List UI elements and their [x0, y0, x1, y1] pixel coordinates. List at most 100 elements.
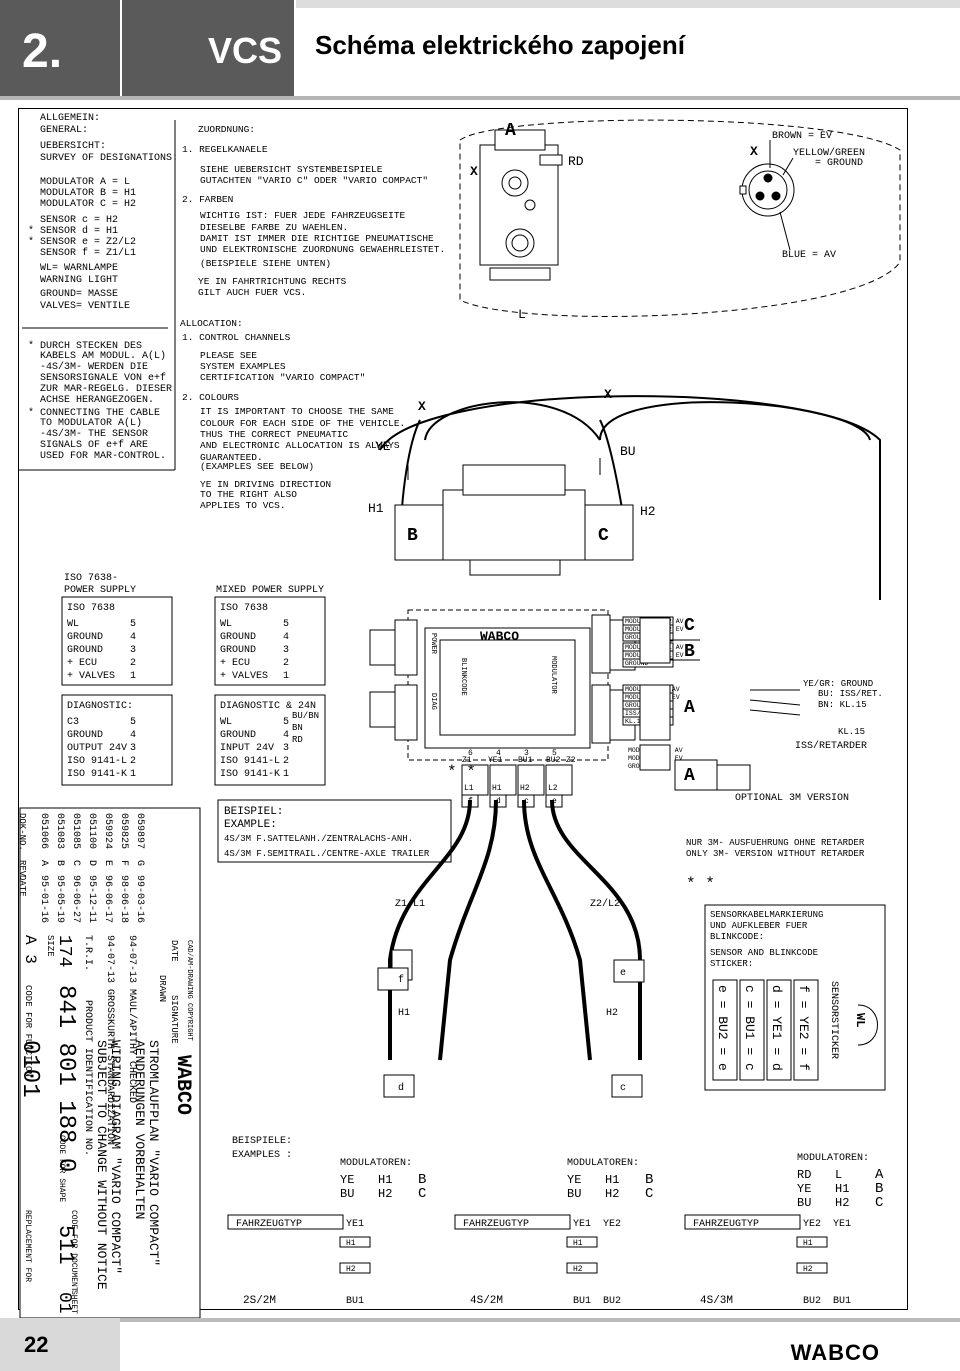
examples-title: BEISPIELE:	[232, 1136, 292, 1147]
label-BU: BU	[620, 444, 636, 459]
sensor-plugs	[377, 949, 645, 1098]
mod-row: B	[875, 1181, 883, 1197]
mod-row: YE	[340, 1173, 354, 1187]
mod-line-C: GROUND	[625, 634, 649, 641]
mixed-title: MIXED POWER SUPPLY	[216, 585, 324, 596]
sheet-val: 01	[54, 1292, 74, 1314]
ecu-sensor: BU2	[546, 756, 561, 765]
label-A-top: A	[505, 121, 516, 141]
axle-h2: H2	[803, 1265, 813, 1274]
rev-date: 95-05-19	[54, 875, 65, 923]
allocation-line: SYSTEM EXAMPLES	[200, 361, 286, 372]
allocation-line: 1. REGELKANAELE	[182, 144, 268, 155]
legend-line: SENSOR c = H2	[40, 215, 118, 226]
footer-line	[0, 1318, 960, 1322]
iso-row-label: + VALVES	[67, 671, 115, 682]
label-B-center: B	[407, 526, 418, 546]
bu-label: BU: ISS/RET.	[818, 689, 883, 699]
allocation-line: WICHTIG IST: FUER JEDE FAHRZEUGSEITE	[200, 210, 406, 221]
legend-line: SENSOR e = Z2/L2	[40, 236, 136, 248]
ecu-sensor: Z1	[462, 756, 472, 765]
section-number-box: 2.	[0, 0, 120, 100]
connector-yellow: YELLOW/GREEN	[793, 147, 865, 159]
ecu-sensor: YE1	[488, 756, 503, 765]
mixed-diag-pin: 2	[283, 756, 289, 767]
example-box	[217, 799, 452, 863]
drawn: DRAWN	[157, 975, 167, 1002]
iso-row-pin: 2	[130, 658, 136, 669]
legend-line: WARNING LIGHT	[40, 275, 118, 286]
bn-label: BN: KL.15	[818, 700, 867, 710]
iso-row-pin: 4	[130, 632, 136, 643]
connector-ground: = GROUND	[815, 158, 863, 169]
ecu-diag: DIAG	[429, 693, 437, 710]
allocation-line: YE IN FAHRTRICHTUNG RECHTS	[198, 276, 347, 287]
sticker-row: f = YE2 = f	[796, 985, 811, 1071]
label-H1: H1	[368, 501, 384, 516]
sticker-row: d = YE1 = d	[769, 985, 784, 1071]
mixed-diag-title: DIAGNOSTIC & 24N	[220, 701, 316, 712]
cable-e: e	[620, 968, 626, 979]
legend-line: SENSORSIGNALE VON e+f	[40, 372, 166, 384]
example-top: YE1	[573, 1219, 591, 1230]
mixed-diag-pin: 4	[283, 730, 289, 741]
legend-line: SIGNALS OF e+f ARE	[40, 439, 148, 451]
mod-row: B	[418, 1172, 426, 1188]
iso-diag-label: ISO 9141-K	[67, 769, 127, 780]
cable-h1: H1	[398, 1008, 410, 1019]
sheet-num: 174	[54, 935, 74, 967]
mixed-row-label: GROUND	[220, 645, 256, 656]
allocation-line: COLOUR FOR EACH SIDE OF THE VEHICLE.	[200, 418, 405, 429]
prod-val: 841 801 188 0	[52, 985, 79, 1172]
prod-label: PRODUCT IDENTIFICATION NO.	[82, 1000, 93, 1156]
title-block-brand: WABCO	[171, 1055, 194, 1115]
iss-label: ISS/RETARDER	[795, 740, 867, 752]
doc-val: 511	[53, 1225, 78, 1265]
allocation-line: YE IN DRIVING DIRECTION	[200, 479, 331, 490]
mod-row: BU	[567, 1187, 581, 1201]
iso-row-pin: 1	[130, 671, 136, 682]
modulators-title: MODULATOREN:	[567, 1158, 639, 1169]
legend-line: ACHSE HERANGEZOGEN.	[40, 395, 154, 406]
diagram-text: *	[28, 225, 34, 237]
axle-box	[796, 1262, 828, 1274]
iso-diag-label: OUTPUT 24V	[67, 743, 127, 754]
header-divider	[0, 96, 960, 100]
iso-row-label: GROUND	[67, 645, 103, 656]
mod-row: H2	[605, 1187, 619, 1201]
allocation-line: APPLIES TO VCS.	[200, 500, 286, 511]
legend-line: MODULATOR C = H2	[40, 199, 136, 210]
ecu-sensor: BU1	[518, 756, 533, 765]
vehicle-type-label: FAHRZEUGTYP	[693, 1219, 759, 1230]
mod-row: C	[418, 1186, 426, 1202]
label-X-2: X	[604, 387, 612, 402]
mod-row: RD	[797, 1168, 811, 1182]
legend-line: TO MODULATOR A(L)	[40, 417, 142, 429]
cable-f: f	[398, 974, 404, 986]
legend-line: ZUR MAR-REGELG. DIESER	[40, 384, 172, 395]
iso-diag-table	[61, 694, 173, 786]
product-name: VCS	[207, 30, 282, 71]
code-func: CODE FOR FUNCTION	[23, 985, 33, 1077]
rev-date: 95-12-11	[86, 875, 97, 923]
ecu-pin: 5	[552, 749, 557, 758]
mixed-extra: BN	[292, 723, 303, 733]
allocation-line: GILT AUCH FUER VCS.	[198, 287, 306, 298]
ecu-sensor-l: H2	[520, 784, 530, 793]
mixed-table	[214, 596, 326, 686]
legend-line: GENERAL:	[40, 125, 88, 136]
signature-label: SIGNATURE	[169, 995, 179, 1044]
diagram-text: *	[28, 340, 34, 352]
cable-z2: Z2/L2	[590, 898, 620, 910]
sticker-row: e = BU2 = e	[715, 985, 730, 1071]
right-label-C: C	[684, 616, 695, 636]
kl15-label: KL.15	[838, 727, 865, 737]
rev-doc: 051100	[86, 813, 97, 849]
sticker-cell	[712, 979, 738, 1081]
example-de: BEISPIEL:	[224, 806, 283, 818]
legend-line: MODULATOR B = H1	[40, 188, 136, 199]
legend-line: ALLGEMEIN:	[40, 113, 100, 124]
mixed-diag-pin: 5	[283, 717, 289, 728]
